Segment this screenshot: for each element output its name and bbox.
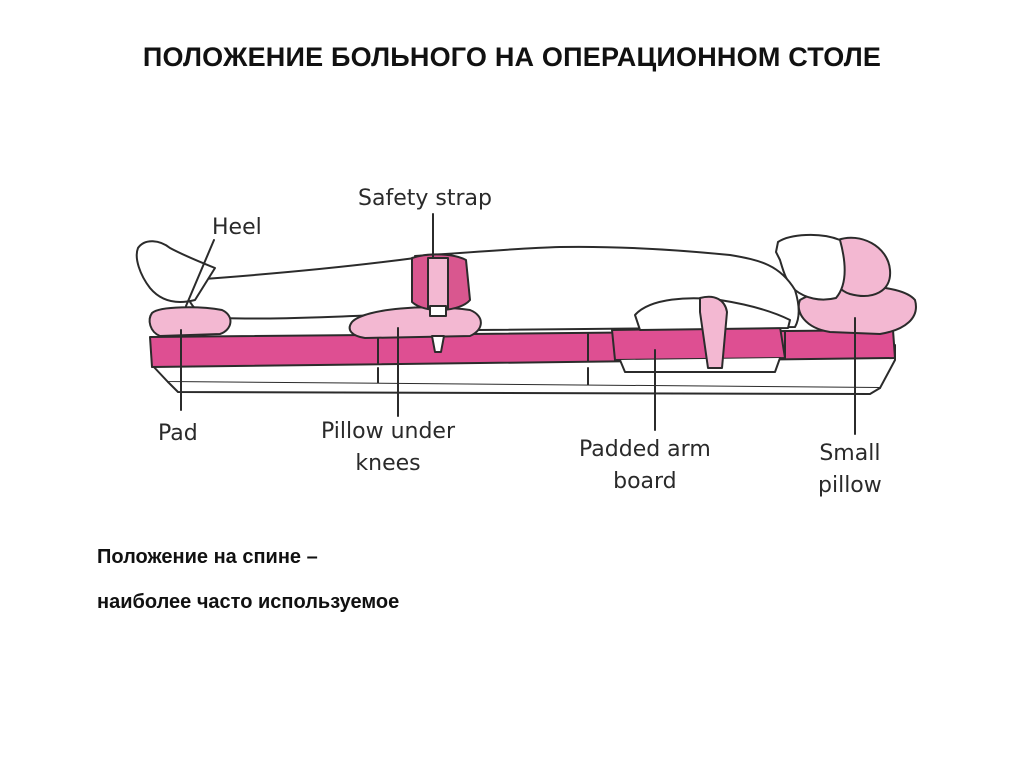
caption-line-2: наиболее часто используемое [97, 591, 400, 613]
label-heel: Heel [212, 215, 262, 240]
pillow-under-knees [348, 306, 482, 339]
patient-foot [135, 240, 216, 303]
label-small-pillow: Small pillow [818, 441, 882, 498]
heel-pad [148, 306, 232, 337]
caption-line-1: Положение на спине – [97, 546, 318, 568]
label-pillow-under-knees: Pillow under knees [321, 419, 455, 476]
label-pad: Pad [158, 421, 198, 446]
strap-buckle [431, 335, 445, 353]
padded-arm-board [611, 326, 786, 361]
label-padded-arm-board: Padded arm board [579, 437, 711, 494]
label-safety-strap: Safety strap [358, 186, 492, 211]
heel-leader [185, 239, 215, 307]
table-under-frame [167, 381, 881, 395]
slide-title: ПОЛОЖЕНИЕ БОЛЬНОГО НА ОПЕРАЦИОННОМ СТОЛЕ [142, 42, 882, 72]
arm-band [699, 295, 728, 369]
